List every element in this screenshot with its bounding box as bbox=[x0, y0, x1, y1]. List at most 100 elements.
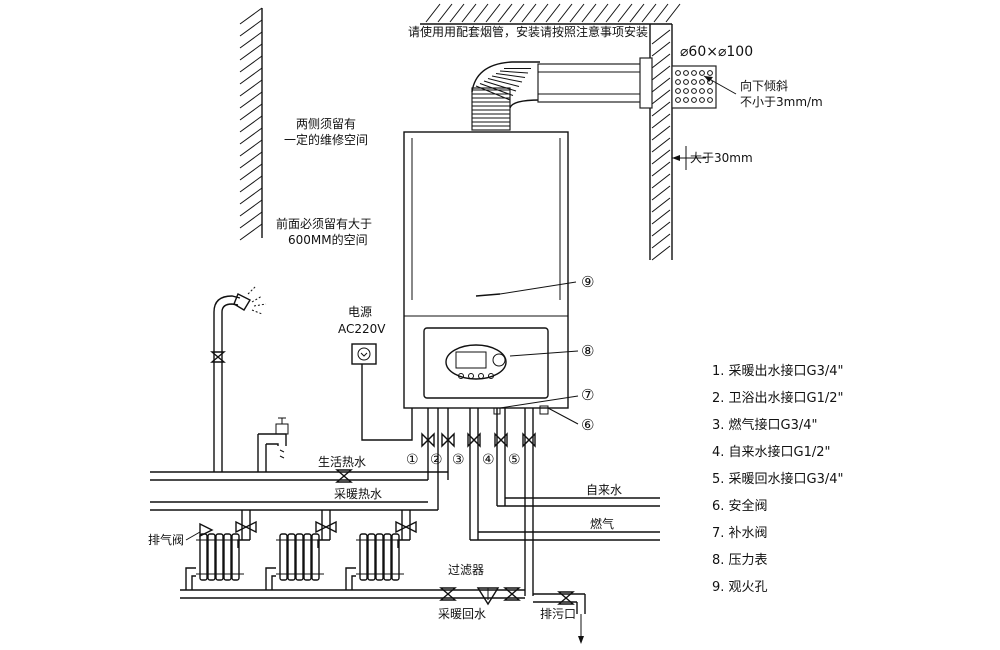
flue-ring bbox=[499, 70, 529, 74]
radiator-fin bbox=[367, 533, 376, 581]
vent-valve-label: 排气阀 bbox=[148, 532, 184, 547]
wall-hatch bbox=[651, 221, 671, 237]
ceiling-hatch bbox=[461, 3, 477, 23]
heating-return-label: 采暖回水 bbox=[438, 607, 486, 621]
radiator-feed bbox=[397, 539, 410, 548]
radiator-return bbox=[265, 567, 276, 590]
safety-valve bbox=[539, 405, 549, 415]
power-label-line1: 电源 bbox=[348, 305, 372, 319]
wall-hatch bbox=[239, 151, 263, 169]
flue-ring bbox=[491, 75, 523, 83]
vent-hole bbox=[683, 70, 689, 76]
flue-ring bbox=[495, 73, 526, 78]
vent-hole bbox=[699, 88, 705, 94]
wall-hatch bbox=[239, 187, 263, 205]
ceiling-hatch bbox=[425, 3, 441, 23]
spray-line bbox=[251, 309, 263, 315]
right-wall bbox=[649, 24, 673, 261]
vent-hole bbox=[707, 97, 713, 103]
flue-size: ⌀60×⌀100 bbox=[680, 44, 753, 60]
legend-item-2: 2. 卫浴出水接口G1/2" bbox=[712, 390, 844, 406]
ceiling-hatch bbox=[533, 3, 549, 23]
radiator-fin bbox=[375, 533, 384, 581]
wall-hatch bbox=[239, 91, 263, 109]
flue-ring bbox=[483, 80, 517, 92]
main-pipes bbox=[150, 471, 660, 644]
wall-hatch bbox=[651, 197, 671, 213]
filter-label: 过滤器 bbox=[448, 563, 484, 577]
boiler-unit bbox=[403, 131, 569, 415]
valve-icon bbox=[315, 520, 337, 534]
valve-icon bbox=[467, 432, 481, 448]
heating-hot-water-label: 采暖热水 bbox=[334, 487, 382, 501]
wall-hatch bbox=[239, 139, 263, 157]
ceiling-hatch bbox=[557, 3, 573, 23]
labels: 请使用用配套烟管，安装请按照注意事项安装 ⌀60×⌀100 向下倾斜 不小于3m… bbox=[148, 24, 823, 621]
wall-hatch bbox=[651, 209, 671, 225]
wall-hatch bbox=[239, 199, 263, 217]
valve-icon bbox=[335, 469, 353, 483]
vent-hole bbox=[675, 88, 681, 94]
valve-icon bbox=[395, 520, 417, 534]
power-socket bbox=[351, 343, 413, 441]
wall-hatch bbox=[651, 161, 671, 177]
vent-hole bbox=[699, 70, 705, 76]
ceiling-hatch bbox=[569, 3, 585, 23]
valve-icon bbox=[441, 432, 455, 448]
flue-pipe bbox=[471, 57, 717, 131]
legend-item-5: 5. 采暖回水接口G3/4" bbox=[712, 471, 844, 487]
cold-water-label: 自来水 bbox=[586, 483, 622, 497]
wall-hatch bbox=[651, 77, 671, 93]
radiator-fin bbox=[199, 533, 208, 581]
wall-hatch bbox=[651, 65, 671, 81]
legend-item-8: 8. 压力表 bbox=[712, 553, 768, 568]
flue-ring bbox=[487, 78, 520, 87]
radiator-return bbox=[191, 575, 196, 590]
vent-hole bbox=[699, 97, 705, 103]
vent-hole bbox=[691, 79, 697, 85]
vent-hole bbox=[675, 79, 681, 85]
ceiling-hatch bbox=[485, 3, 501, 23]
ceiling bbox=[420, 3, 681, 25]
wall-hatch bbox=[651, 137, 671, 153]
radiator-feed bbox=[317, 539, 330, 548]
radiator-fin bbox=[215, 533, 224, 581]
spray-line bbox=[251, 295, 263, 303]
wall-hatch bbox=[239, 19, 263, 37]
valves bbox=[335, 432, 575, 605]
legend-item-3: 3. 燃气接口G3/4" bbox=[712, 417, 818, 433]
faucet bbox=[257, 417, 289, 472]
gap-label: 大于30mm bbox=[690, 151, 753, 165]
side-clearance-line2: 一定的维修空间 bbox=[284, 132, 368, 147]
wall-hatch bbox=[651, 245, 671, 261]
radiator-fin bbox=[279, 533, 288, 581]
legend: 1. 采暖出水接口G3/4" 2. 卫浴出水接口G1/2" 3. 燃气接口G3/… bbox=[712, 363, 844, 595]
wall-hatch bbox=[651, 125, 671, 141]
vent-hole bbox=[683, 88, 689, 94]
boiler-connections bbox=[427, 408, 534, 596]
radiator-fin bbox=[383, 533, 392, 581]
wall-hatch bbox=[651, 101, 671, 117]
wall-hatch bbox=[239, 175, 263, 193]
wall-hatch bbox=[651, 185, 671, 201]
ceiling-hatch bbox=[665, 3, 681, 23]
domestic-hot-water-label: 生活热水 bbox=[318, 455, 366, 469]
flue-ring bbox=[475, 85, 511, 101]
wall-hatch bbox=[651, 41, 671, 57]
drain-label: 排污口 bbox=[540, 607, 576, 621]
pressure-gauge bbox=[492, 353, 506, 367]
callout-leaders bbox=[499, 281, 579, 425]
wall-hatch bbox=[239, 67, 263, 85]
left-wall bbox=[239, 7, 263, 241]
radiator-fin bbox=[295, 533, 304, 581]
callout-6: ⑥ bbox=[581, 416, 594, 434]
slope-indicator bbox=[672, 75, 737, 170]
wall-hatch bbox=[651, 53, 671, 69]
ceiling-hatch bbox=[449, 3, 465, 23]
side-clearance-line1: 两侧须留有 bbox=[296, 117, 356, 131]
vent-hole bbox=[699, 79, 705, 85]
wall-hatch bbox=[239, 163, 263, 181]
radiator-fin bbox=[223, 533, 232, 581]
radiator-return bbox=[345, 567, 356, 590]
callout-2: ② bbox=[430, 452, 443, 468]
